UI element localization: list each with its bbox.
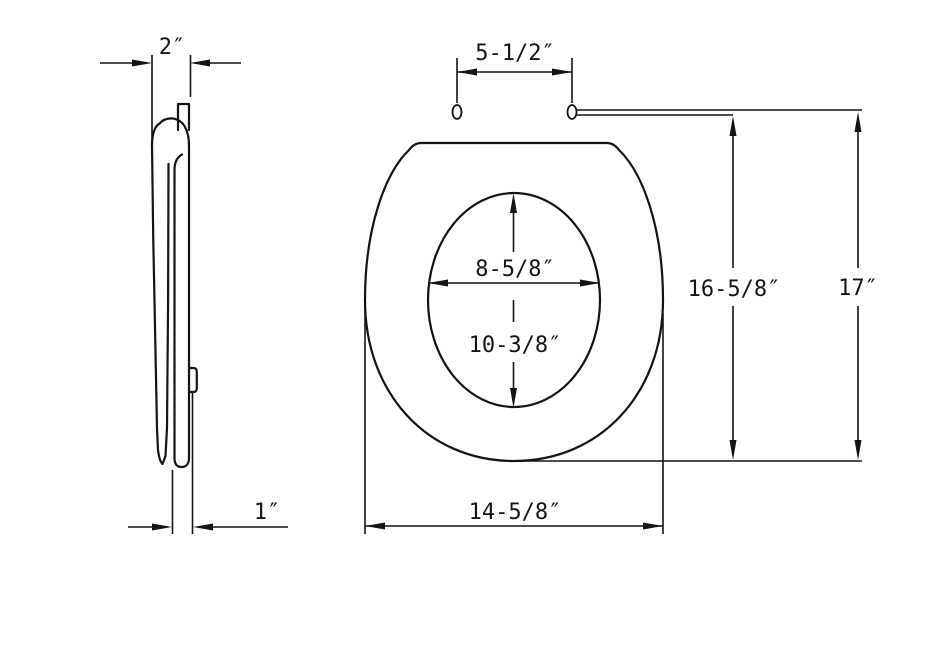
dim-label-bolt-spacing: 5-1/2″ <box>475 41 554 66</box>
seat-side-profile-right <box>150 117 191 469</box>
seat-side-profile-left <box>150 143 170 466</box>
dim-label-1in: 1″ <box>254 500 281 525</box>
bumper-outline <box>187 366 198 394</box>
seat-opening <box>426 191 602 409</box>
dim-bolt-spacing: 5-1/2″ <box>456 41 573 103</box>
arrowhead-left <box>190 59 210 67</box>
dim-label-2in: 2″ <box>159 35 186 60</box>
arrowhead-up <box>854 112 862 132</box>
dim-hinge-to-front: 16-5/8″ <box>688 116 781 460</box>
side-view: 2″ 1″ <box>100 35 288 534</box>
dim-overall-length: 17″ <box>838 112 878 460</box>
dim-opening-depth: 10-3/8″ <box>469 193 562 408</box>
arrowhead-down <box>854 440 862 460</box>
bolt-hole-left <box>451 104 463 120</box>
hinge-post-outline <box>176 102 191 132</box>
dim-side-top-width: 2″ <box>100 35 241 139</box>
dim-label-seat-width: 14-5/8″ <box>469 500 562 525</box>
arrowhead-right <box>132 59 152 67</box>
dim-opening-width: 8-5/8″ <box>428 257 600 287</box>
arrowhead-up <box>510 193 517 213</box>
bolt-hole-right <box>566 104 578 120</box>
arrowhead-right <box>152 523 172 531</box>
dim-side-bottom-thickness: 1″ <box>128 392 288 534</box>
arrowhead-left <box>428 279 448 287</box>
arrowhead-down <box>729 440 737 460</box>
dim-label-opening-width: 8-5/8″ <box>475 257 554 282</box>
dim-label-hinge-to-front: 16-5/8″ <box>688 277 781 302</box>
arrowhead-left <box>457 68 477 76</box>
arrowhead-right <box>580 279 600 287</box>
top-view: 5-1/2″ 8-5/8″ 10-3/8″ <box>363 41 878 534</box>
arrowhead-up <box>729 116 737 136</box>
arrowhead-left <box>365 522 385 530</box>
arrowhead-down <box>510 388 517 408</box>
arrowhead-right <box>643 522 663 530</box>
arrowhead-left <box>193 523 213 531</box>
dim-label-opening-depth: 10-3/8″ <box>469 333 562 358</box>
dim-label-overall-length: 17″ <box>838 276 878 301</box>
dim-seat-width: 14-5/8″ <box>364 306 664 534</box>
arrowhead-right <box>552 68 572 76</box>
